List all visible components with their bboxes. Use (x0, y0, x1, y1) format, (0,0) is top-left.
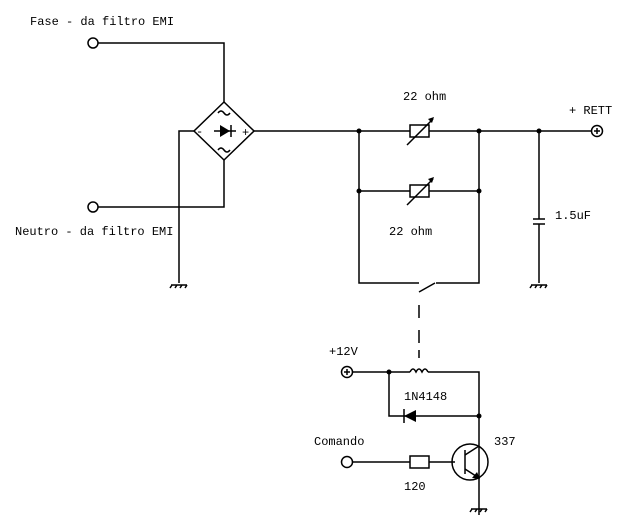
rett-terminal[interactable] (590, 124, 604, 138)
wire-neutro (98, 160, 225, 208)
transistor-label: 337 (494, 435, 516, 449)
neutro-label: Neutro - da filtro EMI (15, 225, 173, 239)
rett-label: + RETT (569, 104, 612, 118)
fase-label: Fase - da filtro EMI (30, 15, 174, 29)
fase-terminal[interactable] (87, 37, 99, 49)
junction (476, 188, 482, 194)
ground-icon (469, 508, 488, 513)
resistor-120 (409, 455, 430, 469)
bridge-plus: + (242, 126, 249, 140)
vcc-terminal[interactable] (340, 365, 354, 379)
ground-icon (169, 284, 188, 289)
diode-1n4148 (403, 409, 416, 423)
ground-icon (529, 284, 548, 289)
variable-resistor-1 (406, 117, 434, 146)
r1-label: 22 ohm (403, 90, 446, 104)
wire-fase (98, 42, 225, 102)
bridge-rectifier: - + (192, 100, 256, 162)
junction (356, 188, 362, 194)
vcc-label: +12V (329, 345, 359, 359)
wire-right-parallel (436, 131, 480, 284)
rb-label: 120 (404, 480, 426, 494)
neutro-terminal[interactable] (87, 201, 99, 213)
cap-label: 1.5uF (555, 209, 591, 223)
variable-resistor-2 (406, 177, 434, 206)
diode-label: 1N4148 (404, 390, 447, 404)
relay-contact (418, 282, 436, 293)
junction (476, 128, 482, 134)
junction (356, 128, 362, 134)
wire-left-parallel (358, 131, 419, 284)
relay-coil (409, 368, 429, 374)
r2-label: 22 ohm (389, 225, 432, 239)
comando-label: Comando (314, 435, 364, 449)
capacitor (533, 131, 545, 283)
wire-coil-collector (428, 371, 480, 515)
wire-bridge-minus (178, 130, 194, 283)
wire-diode (388, 372, 479, 417)
comando-terminal[interactable] (340, 455, 354, 469)
npn-transistor (451, 443, 489, 481)
bridge-minus: - (196, 125, 203, 139)
